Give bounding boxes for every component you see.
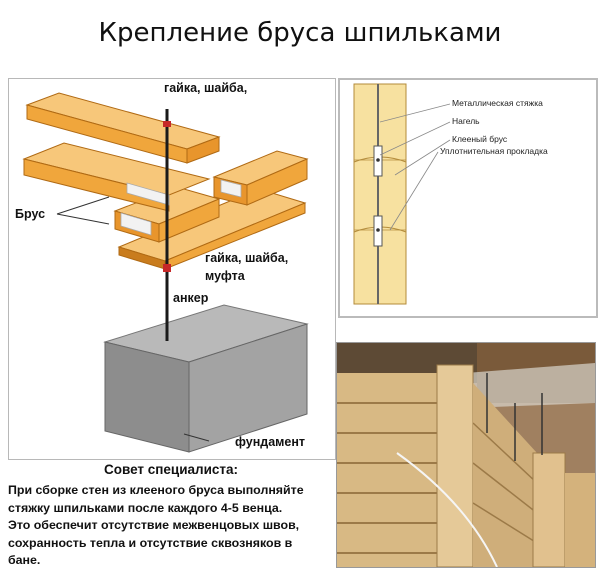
- construction-photo-illustration: [337, 343, 595, 567]
- page-title: Крепление бруса шпильками: [98, 18, 502, 48]
- advice-line: При сборке стен из клееного бруса выполн…: [8, 483, 304, 497]
- label-coupling: муфта: [205, 269, 245, 283]
- label-beam: Брус: [15, 207, 46, 221]
- beam-left-lower: [22, 142, 211, 212]
- advice-line: Это обеспечит отсутствие межвенцовых шво…: [8, 518, 300, 532]
- beam-stack: [353, 83, 407, 305]
- beam-right: [212, 150, 309, 206]
- label-sealing-gasket: Уплотнительная прокладка: [440, 146, 548, 156]
- coupling-nut: [163, 264, 171, 272]
- construction-photo: [336, 342, 596, 568]
- stud-fastening-illustration: [22, 92, 309, 453]
- label-nut-washer-top: гайка, шайба,: [164, 81, 248, 95]
- advice-line: стяжку шпильками после каждого 4-5 венца…: [8, 500, 283, 515]
- advice-line: сохранность тепла и отсутствие сквозняко…: [8, 535, 293, 550]
- advice-line: бане.: [8, 553, 41, 567]
- foundation-block: [103, 304, 309, 453]
- label-foundation: фундамент: [235, 435, 306, 449]
- advice-title: Совет специалиста:: [103, 462, 239, 477]
- label-metal-tie: Металлическая стяжка: [452, 98, 543, 108]
- nut-top: [163, 121, 171, 127]
- stud-fastening-diagram: гайка, шайба, Брус гайка, шайба, муфта а…: [8, 78, 336, 460]
- advice-text: При сборке стен из клееного бруса выполн…: [8, 482, 338, 570]
- beam-top: [25, 92, 221, 164]
- beam-middle: [113, 186, 221, 243]
- label-anchor: анкер: [173, 291, 209, 305]
- label-dowel: Нагель: [452, 116, 480, 126]
- wall-section-illustration: [353, 83, 451, 305]
- label-nut-washer-mid: гайка, шайба,: [205, 251, 289, 265]
- wall-section-diagram: Металлическая стяжка Нагель Клееный брус…: [338, 78, 598, 318]
- label-glued-beam: Клееный брус: [452, 134, 508, 144]
